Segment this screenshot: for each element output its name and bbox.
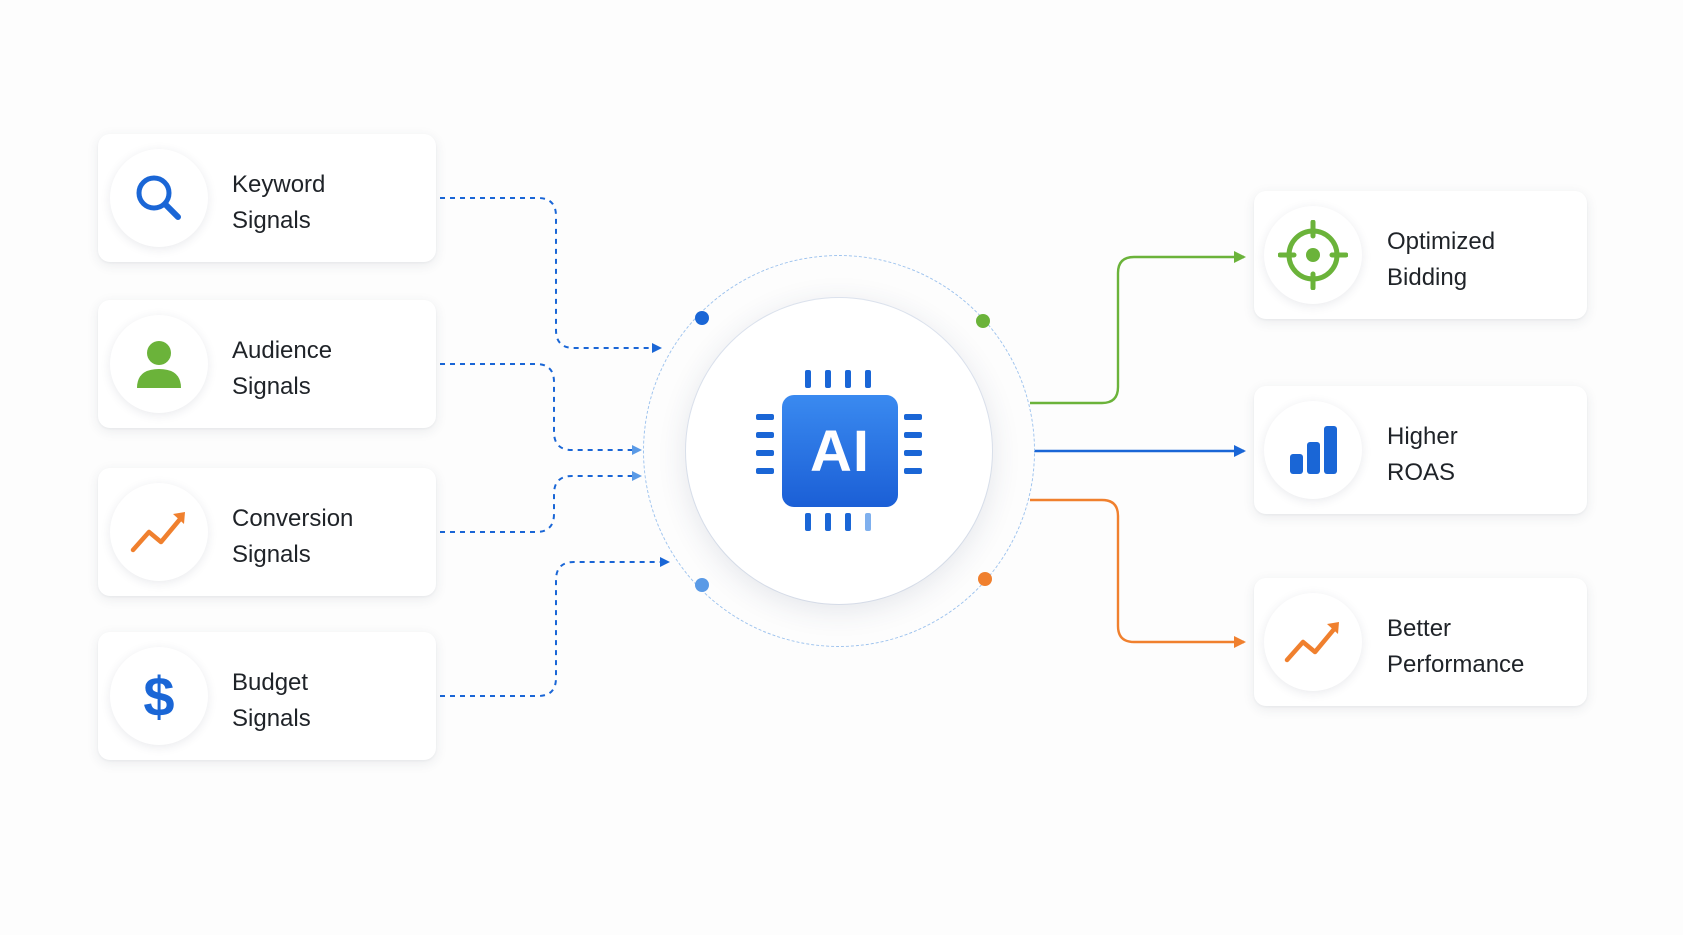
trend-up-icon bbox=[1264, 593, 1362, 691]
card-keyword-signals: Keyword Signals bbox=[98, 134, 436, 262]
ring-dot-green bbox=[976, 314, 990, 328]
target-icon bbox=[1264, 206, 1362, 304]
card-optimized-bidding: Optimized Bidding bbox=[1254, 191, 1587, 319]
ai-label: AI bbox=[810, 418, 870, 484]
search-icon bbox=[110, 149, 208, 247]
ring-dot-blue bbox=[695, 311, 709, 325]
card-higher-roas: Higher ROAS bbox=[1254, 386, 1587, 514]
card-budget-signals: $ Budget Signals bbox=[98, 632, 436, 760]
svg-text:$: $ bbox=[143, 665, 174, 728]
card-audience-label: Audience Signals bbox=[232, 337, 333, 400]
person-icon bbox=[110, 315, 208, 413]
card-keyword-label: Keyword Signals bbox=[232, 171, 326, 234]
dollar-icon: $ bbox=[110, 647, 208, 745]
ai-chip-icon bbox=[756, 370, 922, 531]
card-conversion-label: Conversion Signals bbox=[232, 505, 354, 568]
connector-keyword bbox=[440, 197, 662, 353]
trend-up-icon bbox=[110, 483, 208, 581]
connector-performance bbox=[1030, 498, 1246, 648]
card-bidding-label: Optimized Bidding bbox=[1387, 228, 1496, 291]
ring-dot-lightblue bbox=[695, 578, 709, 592]
card-roas-label: Higher ROAS bbox=[1387, 423, 1458, 486]
connector-conversion bbox=[440, 471, 642, 533]
ring-dot-orange bbox=[978, 572, 992, 586]
card-performance-label: Better Performance bbox=[1387, 615, 1525, 678]
card-audience-signals: Audience Signals bbox=[98, 300, 436, 428]
connector-audience bbox=[440, 363, 642, 455]
bar-chart-icon bbox=[1264, 401, 1362, 499]
connector-bidding bbox=[1030, 251, 1246, 405]
hub-dashed-ring bbox=[643, 255, 1035, 647]
card-conversion-signals: Conversion Signals bbox=[98, 468, 436, 596]
card-better-performance: Better Performance bbox=[1254, 578, 1587, 706]
connector-budget bbox=[440, 557, 670, 697]
card-budget-label: Budget Signals bbox=[232, 669, 311, 732]
